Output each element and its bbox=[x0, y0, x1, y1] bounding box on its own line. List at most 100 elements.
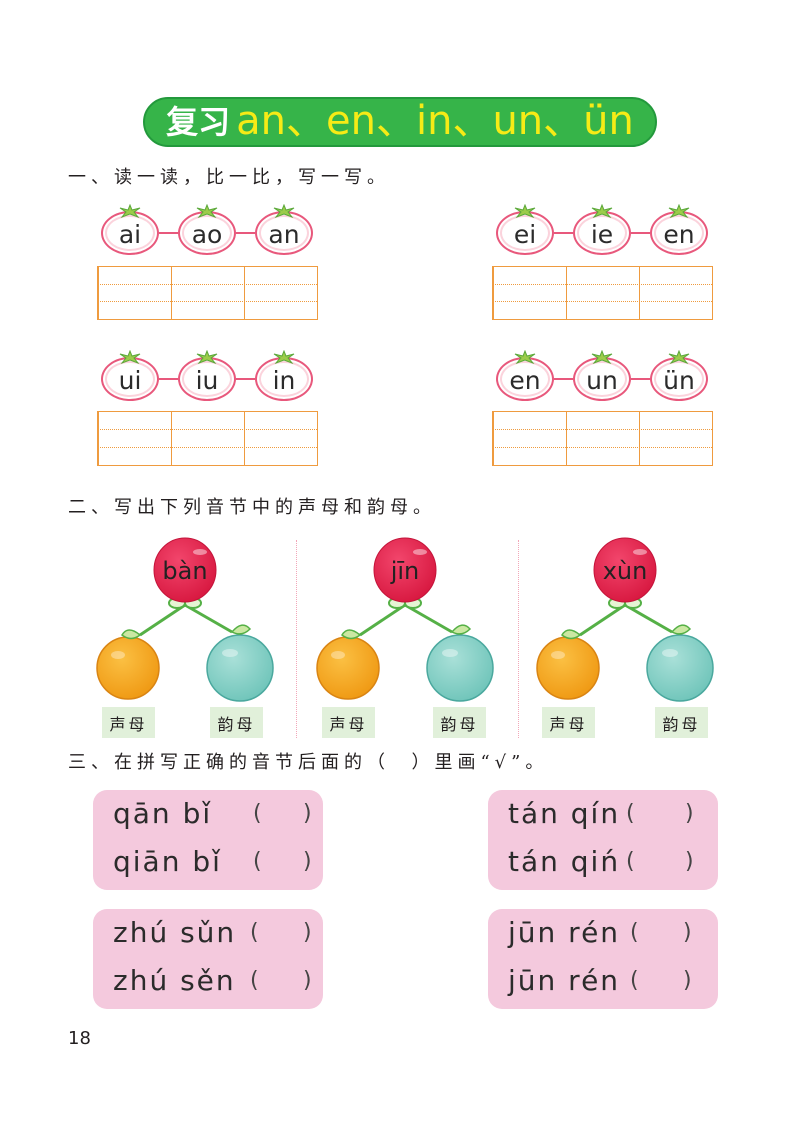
tomato-pinyin: un bbox=[586, 365, 618, 395]
guide-line bbox=[493, 446, 712, 448]
branches bbox=[359, 597, 453, 637]
tomato-pinyin: in bbox=[272, 365, 296, 395]
answer-paren-close: ) bbox=[303, 920, 312, 945]
tomato-pinyin: ie bbox=[590, 219, 614, 249]
guide-line bbox=[98, 301, 317, 303]
initial-label: 声母 bbox=[102, 707, 155, 738]
answer-paren-close: ) bbox=[303, 968, 312, 993]
connector-line bbox=[236, 232, 255, 234]
tomato-pinyin: en bbox=[509, 365, 541, 395]
syllable-text: xùn bbox=[603, 557, 648, 585]
branches bbox=[139, 597, 233, 637]
fruit-highlight bbox=[662, 649, 678, 657]
leaf-icon bbox=[670, 624, 692, 635]
writing-grid-1 bbox=[97, 266, 318, 320]
title-banner: 复习 an、en、in、un、ün bbox=[143, 97, 657, 147]
tomato-pinyin: ao bbox=[191, 219, 223, 249]
syllable-berry bbox=[373, 537, 437, 603]
guide-line bbox=[493, 284, 712, 286]
option-pinyin: jūn rén bbox=[508, 916, 621, 949]
section1-heading: 一、读一读，比一比，写一写。 bbox=[68, 167, 390, 188]
final-fruit bbox=[206, 634, 274, 702]
leaf-icon bbox=[196, 350, 218, 364]
berry-highlight bbox=[193, 549, 207, 555]
tomato-card: an bbox=[255, 204, 313, 255]
syllable-text: bàn bbox=[162, 557, 207, 585]
syllable-berry bbox=[593, 537, 657, 603]
fruit-highlight bbox=[331, 651, 345, 659]
answer-paren-open: ( bbox=[253, 801, 262, 826]
tomato-card: en bbox=[496, 350, 554, 401]
leaf-icon bbox=[119, 204, 141, 218]
branches bbox=[579, 597, 673, 637]
syllable-tree-2: jīn bbox=[316, 537, 494, 702]
answer-paren-close: ) bbox=[303, 801, 312, 826]
option-box-4: jūn rén ( ) jūn rén ( ) bbox=[488, 909, 718, 1009]
section3-heading: 三、在拼写正确的音节后面的（ ）里画“√”。 bbox=[68, 752, 549, 773]
option-line: tán qiń ( ) bbox=[508, 842, 713, 882]
connector-line bbox=[159, 378, 178, 380]
fruit-highlight bbox=[222, 649, 238, 657]
answer-paren-close: ) bbox=[685, 801, 694, 826]
fruit-highlight bbox=[551, 651, 565, 659]
fruit-highlight bbox=[111, 651, 125, 659]
connector-line bbox=[631, 232, 650, 234]
tomato-group-4: en un ün bbox=[496, 350, 708, 405]
tomato-card: en bbox=[650, 204, 708, 255]
guide-line bbox=[98, 284, 317, 286]
initial-label: 声母 bbox=[322, 707, 375, 738]
answer-paren-close: ) bbox=[683, 968, 692, 993]
final-label: 韵母 bbox=[655, 707, 708, 738]
option-line: zhú sǔn ( ) bbox=[113, 913, 318, 953]
tomato-group-1: ai ao an bbox=[101, 204, 313, 259]
writing-cell bbox=[566, 267, 639, 319]
leaf-icon bbox=[514, 350, 536, 364]
writing-cell bbox=[493, 267, 566, 319]
leaf-icon bbox=[668, 350, 690, 364]
tomato-card: ai bbox=[101, 204, 159, 255]
option-line: jūn rén ( ) bbox=[508, 913, 713, 953]
syllable-tree-3: xùn bbox=[536, 537, 714, 702]
tomato-card: ie bbox=[573, 204, 631, 255]
syllable-text: jīn bbox=[390, 557, 420, 585]
tomato-card: ao bbox=[178, 204, 236, 255]
guide-line bbox=[493, 429, 712, 431]
option-box-2: tán qín ( ) tán qiń ( ) bbox=[488, 790, 718, 890]
initial-fruit bbox=[536, 636, 600, 700]
writing-cell bbox=[98, 267, 171, 319]
answer-paren-open: ( bbox=[250, 968, 259, 993]
leaf-icon bbox=[514, 204, 536, 218]
option-box-3: zhú sǔn ( ) zhú sěn ( ) bbox=[93, 909, 323, 1009]
option-line: jūn rén ( ) bbox=[508, 961, 713, 1001]
leaf-icon bbox=[561, 629, 582, 640]
option-line: zhú sěn ( ) bbox=[113, 961, 318, 1001]
connector-line bbox=[554, 378, 573, 380]
writing-grid-2 bbox=[492, 266, 713, 320]
answer-paren-close: ) bbox=[685, 849, 694, 874]
writing-grid-3 bbox=[97, 411, 318, 466]
option-line: tán qín ( ) bbox=[508, 794, 713, 834]
final-fruit bbox=[426, 634, 494, 702]
writing-cell bbox=[566, 412, 639, 465]
tomato-pinyin: ün bbox=[663, 365, 695, 395]
connector-line bbox=[554, 232, 573, 234]
dotted-separator bbox=[296, 540, 297, 738]
leaf-icon bbox=[119, 350, 141, 364]
fruit-highlight bbox=[442, 649, 458, 657]
writing-cell bbox=[98, 412, 171, 465]
answer-paren-open: ( bbox=[630, 968, 639, 993]
tomato-pinyin: ei bbox=[513, 219, 537, 249]
tomato-card: ui bbox=[101, 350, 159, 401]
writing-cell bbox=[493, 412, 566, 465]
leaf-icon bbox=[121, 629, 142, 640]
leaf-icon bbox=[273, 350, 295, 364]
tomato-card: un bbox=[573, 350, 631, 401]
berry-highlight bbox=[633, 549, 647, 555]
tomato-group-2: ei ie en bbox=[496, 204, 708, 259]
writing-cell bbox=[639, 412, 712, 465]
tomato-card: in bbox=[255, 350, 313, 401]
initial-fruit bbox=[96, 636, 160, 700]
initial-fruit bbox=[316, 636, 380, 700]
final-label: 韵母 bbox=[433, 707, 486, 738]
